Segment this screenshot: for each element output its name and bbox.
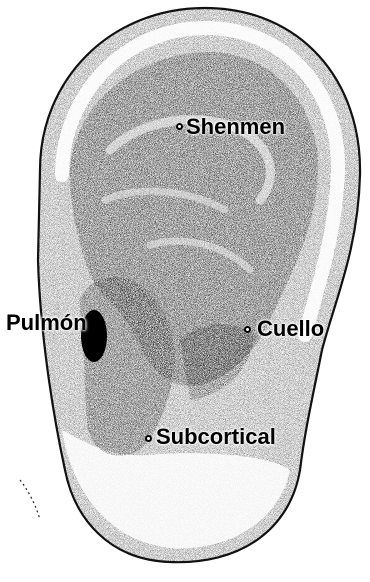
cuello-point-icon bbox=[244, 326, 251, 333]
subcortical-point-icon bbox=[145, 435, 152, 442]
shenmen-point-icon bbox=[176, 123, 183, 130]
subcortical-label: Subcortical bbox=[156, 426, 276, 448]
pulmon-label: Pulmón bbox=[6, 312, 87, 334]
shenmen-label: Shenmen bbox=[186, 116, 285, 138]
cuello-label: Cuello bbox=[257, 318, 324, 340]
